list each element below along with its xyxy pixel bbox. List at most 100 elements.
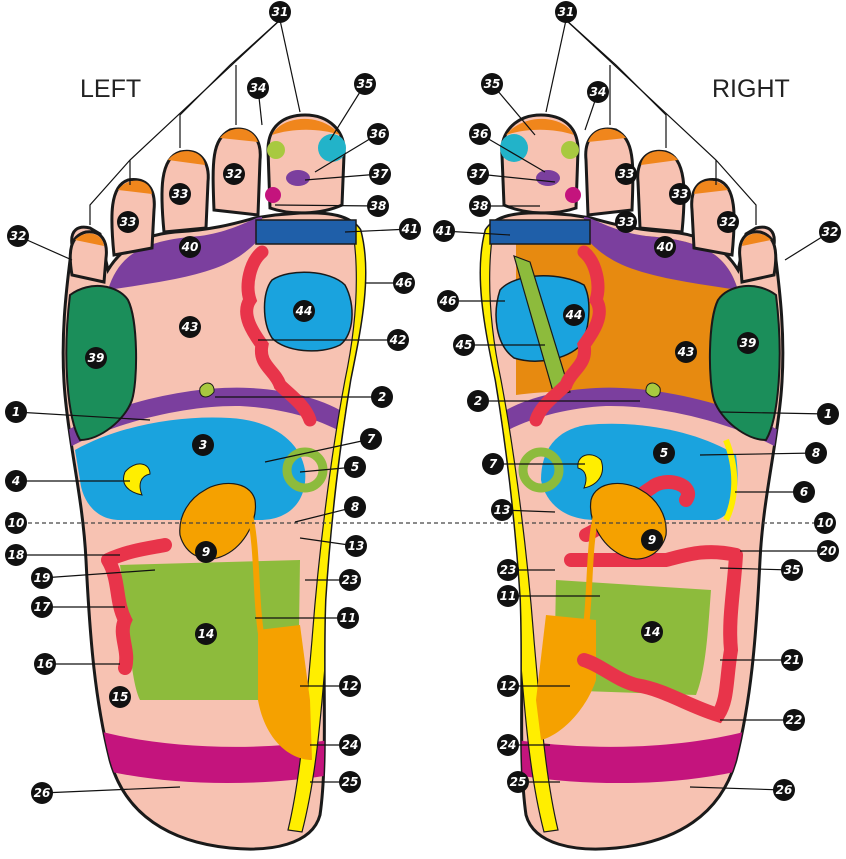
left-badge-38: 38	[367, 195, 389, 217]
left-badge-number: 41	[401, 222, 419, 236]
left-badge-number: 40	[181, 240, 199, 254]
left-badge-number: 9	[202, 545, 210, 559]
left-badge-number: 44	[295, 304, 313, 318]
right-badge-number: 41	[435, 224, 453, 238]
right-badge-6: 6	[793, 481, 815, 503]
right-badge-number: 12	[500, 679, 517, 693]
left-badge-8: 8	[344, 496, 366, 518]
right-badge-number: 2	[474, 394, 482, 408]
left-badge-number: 34	[250, 81, 267, 95]
left-badge-number: 36	[370, 127, 387, 141]
right-badge-number: 20	[820, 544, 837, 558]
left-badge-9: 9	[195, 541, 217, 563]
right-badge-number: 43	[677, 345, 695, 359]
left-badge-37: 37	[369, 163, 391, 185]
right-badge-5: 5	[653, 442, 675, 464]
right-badge-number: 31	[558, 5, 575, 19]
right-badge-2: 2	[467, 390, 489, 412]
left-badge-number: 10	[8, 516, 25, 530]
left-badge-32: 32	[223, 163, 245, 185]
right-badge-21: 21	[781, 649, 803, 671]
right-badge-number: 14	[644, 625, 661, 639]
left-badge-number: 31	[272, 5, 289, 19]
right-badge-number: 11	[500, 589, 517, 603]
left-badge-10: 10	[5, 512, 27, 534]
left-badge-32: 32	[7, 225, 29, 247]
right-badge-number: 22	[786, 713, 803, 727]
right-badge-number: 46	[439, 294, 457, 308]
right-badge-13: 13	[491, 499, 513, 521]
left-badge-number: 7	[367, 432, 376, 446]
left-badge-31: 31	[269, 1, 291, 23]
left-badge-44: 44	[293, 300, 315, 322]
left-title: LEFT	[80, 75, 141, 103]
left-solar-plexus-mark	[200, 383, 214, 397]
left-badge-number: 32	[10, 229, 27, 243]
right-badge-number: 37	[470, 167, 487, 181]
left-badge-23: 23	[339, 569, 361, 591]
left-badge-number: 18	[8, 548, 25, 562]
left-badge-46: 46	[393, 272, 415, 294]
left-badge-number: 3	[199, 438, 207, 452]
right-badge-32: 32	[717, 211, 739, 233]
right-badge-number: 5	[660, 446, 668, 460]
left-toe-1-cyan-spot	[318, 134, 346, 162]
left-badge-34: 34	[247, 77, 269, 99]
right-badge-32: 32	[819, 221, 841, 243]
right-toe-1-magenta-spot	[565, 187, 581, 203]
left-foot	[63, 115, 370, 849]
right-badge-number: 13	[494, 503, 511, 517]
right-badge-14: 14	[641, 621, 663, 643]
right-badge-23: 23	[497, 559, 519, 581]
left-badge-number: 19	[34, 571, 51, 585]
right-badge-35: 35	[781, 559, 803, 581]
right-badge-number: 36	[472, 127, 489, 141]
left-badge-3: 3	[192, 434, 214, 456]
left-badge-number: 33	[120, 215, 137, 229]
right-badge-number: 9	[648, 533, 656, 547]
right-badge-number: 33	[618, 167, 635, 181]
left-badge-11: 11	[337, 607, 359, 629]
left-badge-15: 15	[109, 686, 131, 708]
right-badge-26: 26	[773, 779, 795, 801]
left-toe-1-green-spot	[267, 141, 285, 159]
right-badge-39: 39	[737, 332, 759, 354]
right-badge-37: 37	[467, 163, 489, 185]
left-badge-39: 39	[85, 347, 107, 369]
left-badge-35: 35	[354, 73, 376, 95]
right-badge-number: 26	[776, 783, 793, 797]
right-badge-number: 7	[489, 457, 498, 471]
right-badge-22: 22	[783, 709, 805, 731]
left-badge-number: 5	[351, 460, 359, 474]
left-badge-number: 42	[389, 333, 407, 347]
left-badge-number: 4	[11, 474, 20, 488]
right-badge-number: 44	[565, 308, 583, 322]
left-badge-number: 2	[378, 390, 386, 404]
right-badge-number: 25	[510, 775, 527, 789]
right-badge-number: 38	[472, 199, 489, 213]
right-badge-8: 8	[805, 442, 827, 464]
right-badge-7: 7	[482, 453, 504, 475]
right-badge-33: 33	[615, 163, 637, 185]
left-badge-14: 14	[195, 623, 217, 645]
right-badge-34: 34	[587, 81, 609, 103]
right-badge-number: 6	[800, 485, 808, 499]
left-badge-number: 14	[198, 627, 215, 641]
right-badge-45: 45	[453, 334, 475, 356]
left-badge-number: 24	[342, 738, 359, 752]
left-badge-33: 33	[117, 211, 139, 233]
left-badge-number: 46	[395, 276, 413, 290]
right-badge-31: 31	[555, 1, 577, 23]
left-badge-2: 2	[371, 386, 393, 408]
right-badge-35: 35	[481, 73, 503, 95]
right-badge-number: 1	[824, 407, 832, 421]
left-badge-number: 1	[12, 405, 20, 419]
left-badge-36: 36	[367, 123, 389, 145]
left-pituitary-spot	[286, 170, 310, 186]
right-badge-number: 24	[500, 738, 517, 752]
left-badge-42: 42	[387, 329, 409, 351]
left-badge-number: 12	[342, 679, 359, 693]
right-pituitary-spot	[536, 170, 560, 186]
left-badge-12: 12	[339, 675, 361, 697]
